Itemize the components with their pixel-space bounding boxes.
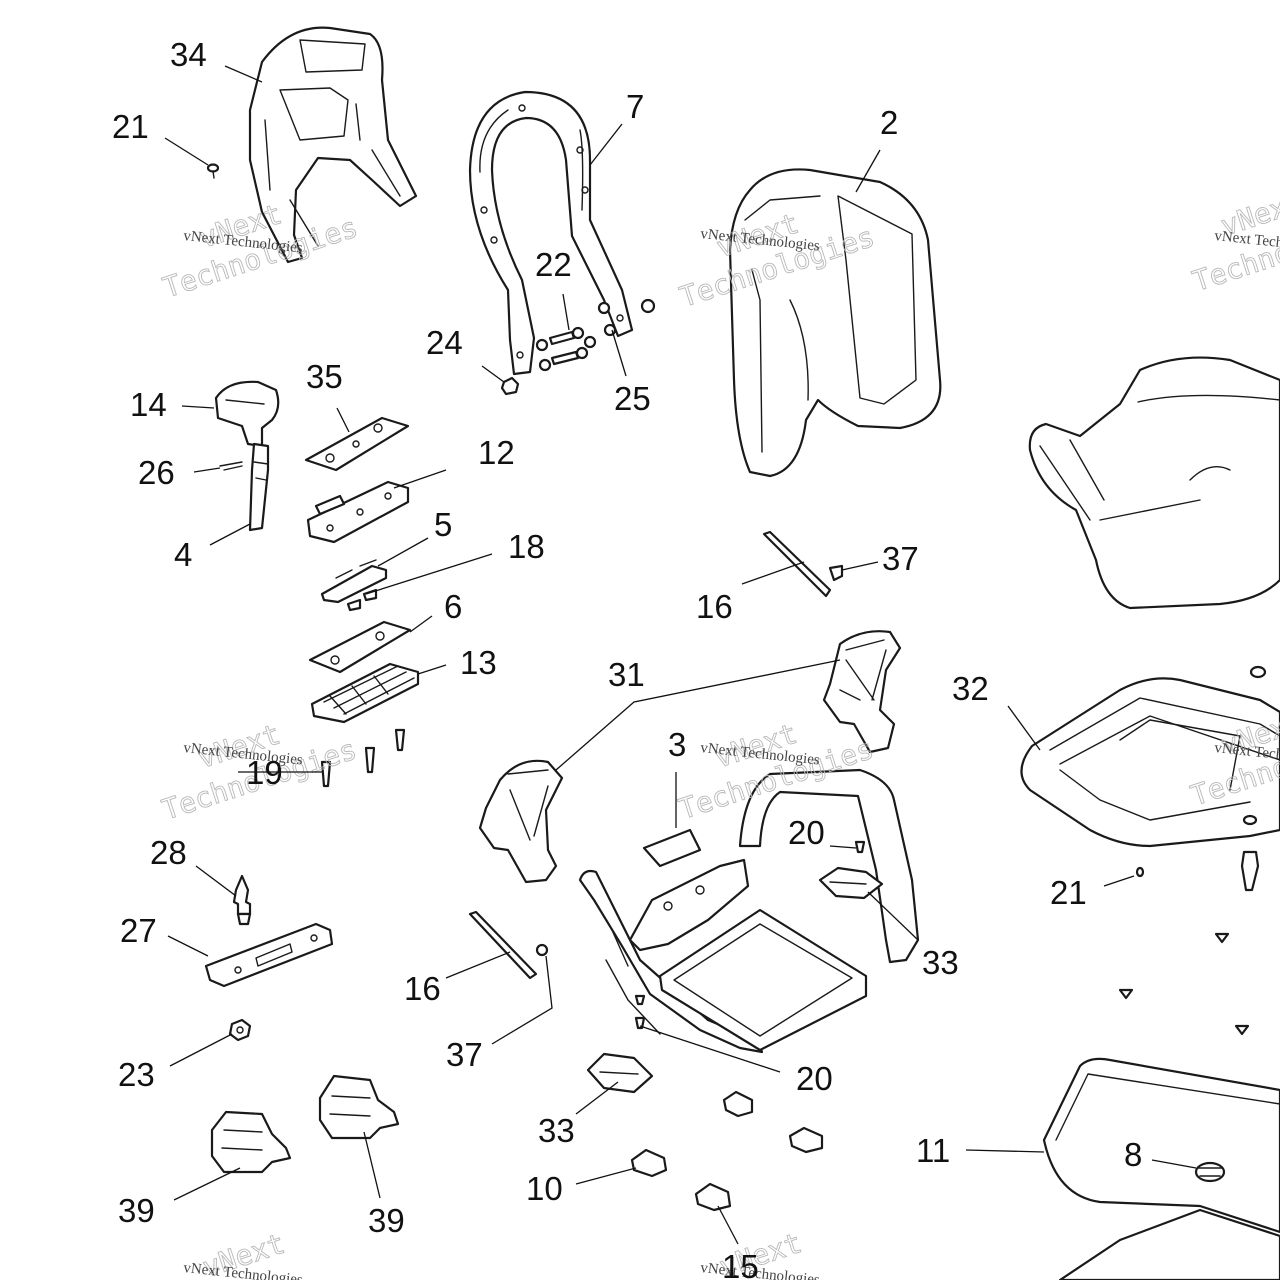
- callout-22: 22: [535, 246, 572, 283]
- part-24-nut: [500, 376, 520, 396]
- callout-12: 12: [478, 434, 515, 471]
- part-16-rod-lower: [468, 910, 538, 980]
- callout-26: 26: [138, 454, 175, 491]
- part-23-nut: [228, 1018, 252, 1042]
- parts-layer: [204, 26, 1280, 1280]
- callout-20: 20: [788, 814, 825, 851]
- callout-6: 6: [444, 588, 462, 625]
- part-15-clips: [694, 1090, 824, 1212]
- part-32-seat-pan: [1020, 677, 1280, 848]
- callout-5: 5: [434, 506, 452, 543]
- parts-22-25-bolts-washers: [535, 298, 656, 372]
- part-28-pin: [232, 874, 252, 926]
- callout-15: 15: [722, 1248, 759, 1280]
- part-33-pad-lower: [586, 1052, 654, 1094]
- part-35-plate: [304, 416, 410, 472]
- part-26-pins: [219, 461, 243, 471]
- part-31-hinge-lower: [478, 759, 564, 884]
- callout-11: 11: [916, 1132, 950, 1169]
- part-6-plate: [308, 620, 412, 674]
- part-37-clip-lower: [535, 943, 549, 957]
- callout-25: 25: [614, 380, 651, 417]
- callout-4: 4: [174, 536, 192, 573]
- callout-20: 20: [796, 1060, 833, 1097]
- part-39-connector-left: [210, 1110, 292, 1174]
- part-12-latch-block: [306, 480, 410, 544]
- callout-23: 23: [118, 1056, 155, 1093]
- part-8-knob: [1194, 1161, 1226, 1183]
- callout-7: 7: [626, 88, 644, 125]
- part-31-hinge-upper: [822, 630, 902, 754]
- part-39-connector-right: [318, 1074, 400, 1140]
- callout-13: 13: [460, 644, 497, 681]
- callout-31: 31: [608, 656, 645, 693]
- part-33-pad-upper: [818, 866, 884, 900]
- callout-16: 16: [696, 588, 733, 625]
- callout-32: 32: [952, 670, 989, 707]
- callout-37: 37: [446, 1036, 483, 1073]
- callout-10: 10: [526, 1170, 563, 1207]
- callout-19: 19: [246, 754, 283, 791]
- part-19-screws: [320, 728, 406, 788]
- callout-33: 33: [538, 1112, 575, 1149]
- part-11-tray: [1042, 1057, 1280, 1280]
- callout-37: 37: [882, 540, 919, 577]
- callout-34: 34: [170, 36, 207, 73]
- callout-3: 3: [668, 726, 686, 763]
- callout-24: 24: [426, 324, 463, 361]
- part-5-latch: [320, 559, 388, 604]
- callout-16: 16: [404, 970, 441, 1007]
- part-37-clip-upper: [828, 564, 844, 582]
- callout-35: 35: [306, 358, 343, 395]
- part-14-handle: [214, 380, 280, 448]
- part-3-seat-frame: [578, 768, 920, 1054]
- callout-28: 28: [150, 834, 187, 871]
- part-27-bracket: [204, 922, 334, 988]
- part-seat-cushion: [1028, 356, 1280, 610]
- callout-14: 14: [130, 386, 167, 423]
- callout-39: 39: [368, 1202, 405, 1239]
- part-2-seat-back: [728, 168, 942, 478]
- part-10-clip: [630, 1148, 668, 1178]
- callout-33: 33: [922, 944, 959, 981]
- callout-2: 2: [880, 104, 898, 141]
- leader-lines: [164, 65, 1197, 1245]
- callout-21: 21: [1050, 874, 1087, 911]
- callout-labels: 34 21 7 2 22 24 25 35 14 12 26 5 18 4 16…: [112, 36, 1142, 1280]
- part-right-hardware: [1118, 665, 1267, 1036]
- callout-39: 39: [118, 1192, 155, 1229]
- part-34-rear-panel: [248, 26, 418, 264]
- part-20-screws: [634, 840, 866, 1030]
- callout-27: 27: [120, 912, 157, 949]
- callout-21: 21: [112, 108, 149, 145]
- part-13-grid-block: [310, 662, 420, 724]
- part-4-strap: [248, 442, 270, 532]
- callout-8: 8: [1124, 1136, 1142, 1173]
- part-21-screw: [206, 163, 220, 179]
- part-18-springs: [346, 588, 378, 612]
- part-7-u-bracket: [468, 90, 634, 376]
- callout-18: 18: [508, 528, 545, 565]
